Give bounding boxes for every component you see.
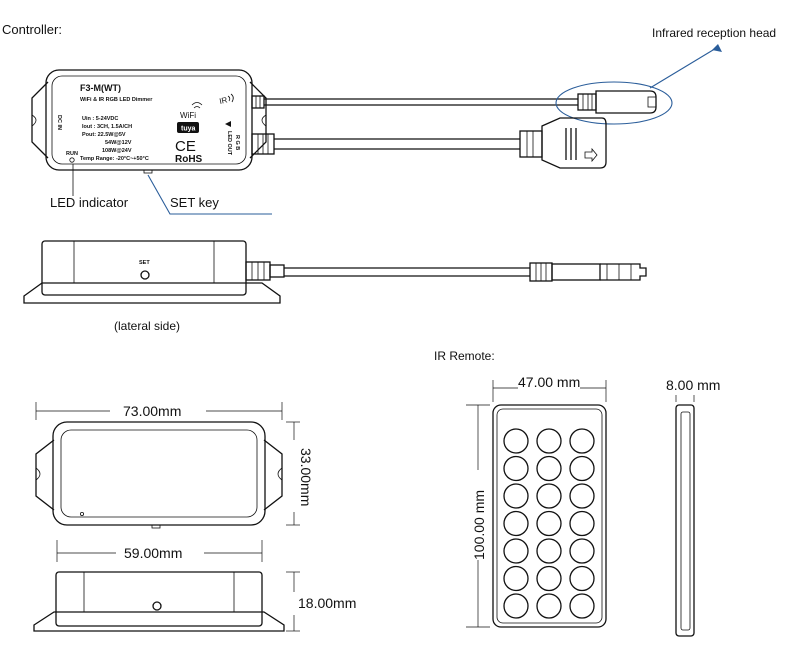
set-key-label: SET key — [170, 195, 219, 210]
model-label: F3-M(WT) — [80, 83, 121, 93]
remote-button — [569, 428, 595, 454]
uin-label: Uin : 5-24VDC — [82, 116, 118, 122]
remote-button — [536, 538, 562, 564]
dim-width: 73.00mm — [123, 403, 181, 419]
remote-button — [503, 455, 529, 482]
ir-cable — [251, 90, 657, 114]
remote-button — [569, 593, 595, 619]
lateral-caption: (lateral side) — [114, 319, 180, 333]
remote-button — [536, 593, 562, 619]
infrared-label: Infrared reception head — [652, 26, 776, 40]
set-button — [140, 270, 150, 280]
infrared-pointer — [649, 46, 719, 89]
remote-button — [569, 565, 595, 592]
controller-top-view: F3-M(WT) WiFi & IR RGB LED Dimmer Uin : … — [31, 69, 267, 174]
remote-button — [503, 483, 529, 509]
led-out-cable — [251, 117, 607, 169]
remote-button — [536, 483, 562, 509]
rgb-label: R G B — [234, 135, 240, 150]
pout-label: Pout: 22.5W@5V — [82, 132, 126, 138]
pout-12v-label: 54W@12V — [105, 140, 132, 146]
infrared-highlight — [555, 81, 673, 125]
set-key-pointer — [147, 174, 272, 215]
dimension-side-view — [33, 571, 300, 632]
remote-button — [503, 593, 529, 619]
side-set-button — [152, 601, 162, 611]
dim-height: 33.00mm — [298, 448, 314, 506]
remote-button — [503, 565, 529, 592]
iout-label: Iout : 3CH, 1.5A/CH — [82, 124, 132, 130]
remote-button-grid — [503, 428, 595, 619]
led-indicator-label: LED indicator — [50, 195, 129, 210]
wifi-icon — [191, 102, 203, 109]
dim-depth: 18.00mm — [298, 595, 356, 611]
dim-remote-height: 100.00 mm — [471, 490, 487, 560]
dim-remote-depth: 8.00 mm — [666, 377, 720, 393]
run-label: RUN — [66, 151, 78, 157]
tuya-badge — [177, 122, 199, 133]
subtitle-label: WiFi & IR RGB LED Dimmer — [80, 97, 153, 103]
ir-label: IR — [219, 95, 229, 106]
controller-lateral-view: SET — [23, 240, 647, 304]
rohs-mark: RoHS — [175, 154, 203, 165]
ir-remote-side — [675, 395, 695, 637]
temp-label: Temp Range: -20°C~+50°C — [80, 156, 149, 162]
run-led — [69, 157, 75, 163]
remote-button — [536, 428, 562, 454]
dcin-label: DC IN — [56, 115, 62, 130]
remote-button — [569, 510, 595, 537]
remote-button — [569, 483, 595, 509]
ir-remote-heading: IR Remote: — [434, 349, 495, 363]
ir-remote-front — [466, 380, 607, 628]
wifi-label: WiFi — [180, 111, 196, 120]
remote-button — [503, 510, 529, 537]
dimension-top-view — [35, 402, 300, 562]
pout-24v-label: 108W@24V — [102, 148, 132, 154]
dim-inner: 59.00mm — [124, 545, 182, 561]
ir-signal-icon — [227, 93, 234, 103]
set-key-notch — [143, 169, 153, 174]
remote-button — [503, 538, 529, 564]
controller-heading: Controller: — [2, 22, 62, 37]
dim-remote-width: 47.00 mm — [518, 374, 580, 390]
tuya-label: tuya — [181, 126, 196, 133]
remote-button — [569, 538, 595, 564]
ce-mark: CE — [175, 138, 196, 155]
remote-button — [569, 455, 595, 482]
infrared-arrowhead — [712, 44, 722, 52]
ledout-label: LED OUT — [226, 131, 232, 156]
remote-button — [536, 510, 562, 537]
set-label: SET — [139, 260, 150, 266]
remote-button — [536, 565, 562, 592]
remote-button — [503, 428, 529, 454]
remote-button — [536, 455, 562, 482]
